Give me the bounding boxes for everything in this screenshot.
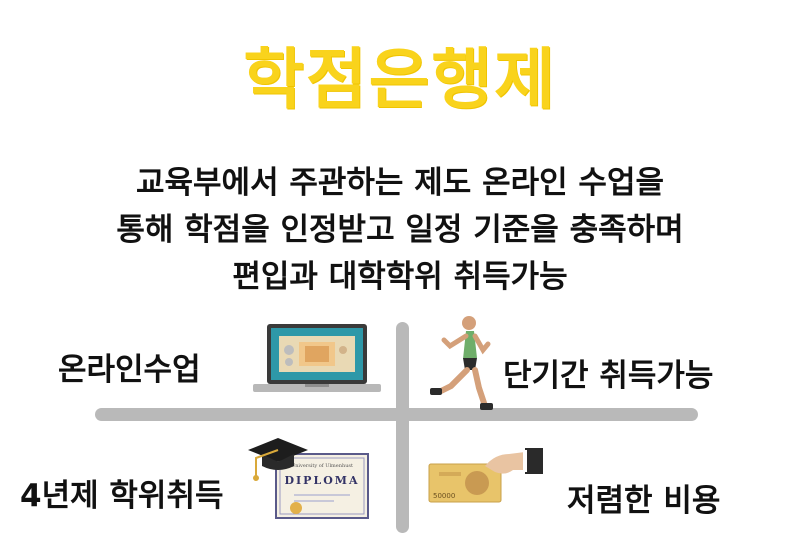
low-cost-label: 저렴한 비용 (567, 483, 721, 519)
description-line: 교육부에서 주관하는 제도 온라인 수업을 (135, 165, 664, 201)
vertical-divider (396, 322, 409, 533)
online-class-label: 온라인수업 (58, 352, 201, 388)
banknote-amount: 50000 (433, 492, 455, 500)
diploma-icon: University of Ulmenhust DIPLOMA (248, 438, 369, 519)
runner-icon (430, 316, 493, 410)
degree-label: 4년제 학위취득 (20, 478, 224, 514)
description-line: 통해 학점을 인정받고 일정 기준을 충족하며 (116, 212, 684, 248)
description: 교육부에서 주관하는 제도 온라인 수업을 통해 학점을 인정받고 일정 기준을… (0, 160, 800, 301)
page-title: 학점은행제 (243, 41, 557, 118)
laptop-icon (253, 324, 381, 392)
money-hand-icon: 50000 (428, 448, 543, 503)
short-period-label: 단기간 취득가능 (503, 358, 714, 394)
diploma-university-text: University of Ulmenhust (291, 463, 353, 469)
description-line: 편입과 대학학위 취득가능 (232, 259, 568, 295)
diploma-word-text: DIPLOMA (285, 474, 360, 487)
